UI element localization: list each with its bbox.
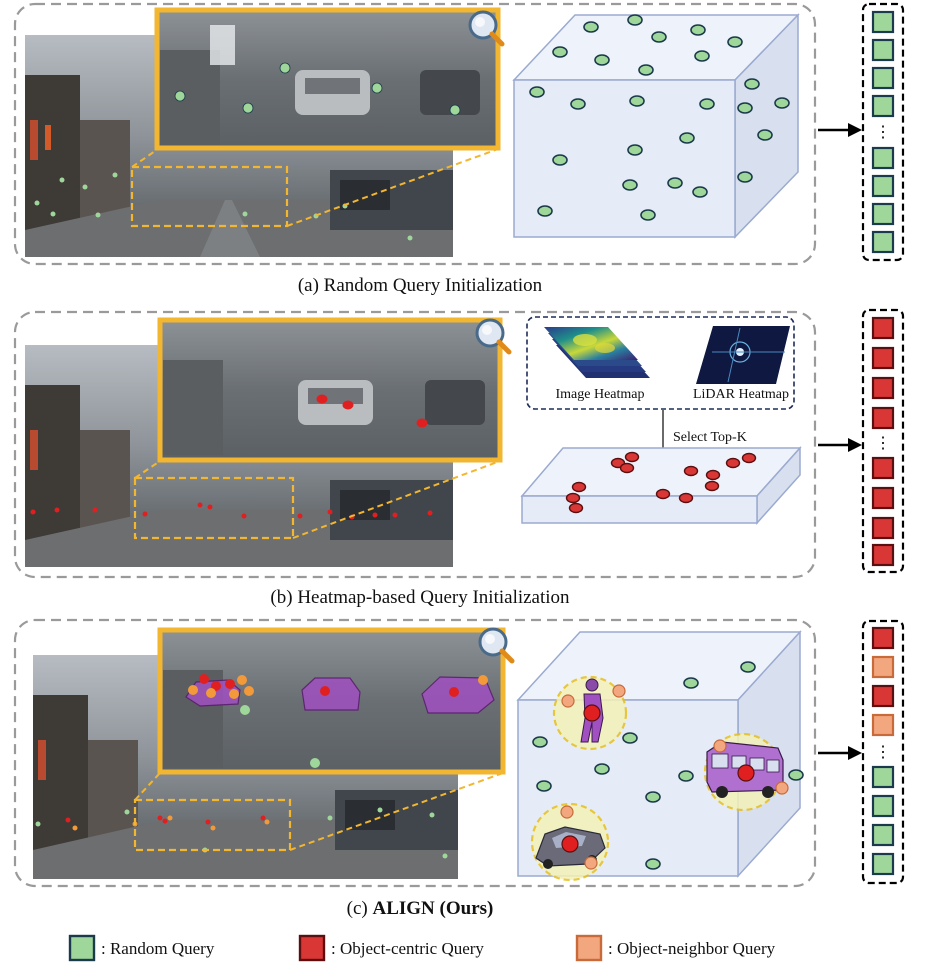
panel-b-border [13,310,817,579]
segmented-vehicle-2 [301,677,361,711]
panel-c-caption: (c) ALIGN (Ours) [347,898,494,919]
bus-group [703,732,789,812]
select-top-k-label: Select Top-K [673,430,747,445]
image-heatmap [544,327,650,378]
panel-b: Image Heatmap LiDAR Heatmap Select Top-K [13,308,905,608]
panel-c-zoom-view [157,627,506,775]
pedestrian-group [552,675,628,751]
bus-icon [706,741,784,798]
panel-c: ⋮ (c) ALIGN (Ours) [13,618,905,919]
panel-b-flat-box [520,446,802,525]
legend-object-centric-query: : Object-centric Query [298,934,484,962]
panel-b-centric-queries [565,451,757,514]
svg-text:: Object-neighbor Query: : Object-neighbor Query [608,939,776,958]
svg-text:: Random Query: : Random Query [101,939,215,958]
panel-c-border [13,618,817,888]
lidar-heatmap-label: LiDAR Heatmap [693,387,789,402]
legend: : Random Query : Object-centric Query : … [68,934,776,962]
panel-c-query-column [861,619,905,885]
panel-c-roi-box [133,798,292,852]
panel-c-random-queries [532,661,804,870]
panel-b-caption: (b) Heatmap-based Query Initialization [270,587,570,608]
panel-a-random-queries [529,14,790,221]
legend-random-query: : Random Query [68,934,215,962]
panel-c-ellipsis: ⋮ [875,744,891,761]
sports-car-group [530,802,610,882]
panel-b-zoom-view [157,317,503,463]
svg-text:: Object-centric Query: : Object-centric Query [331,939,484,958]
panel-a-zoom-view [154,7,501,151]
image-heatmap-label: Image Heatmap [555,387,644,402]
panel-b-query-column [861,308,905,574]
panel-a-query-column [861,2,905,262]
panel-a-border [13,2,817,266]
panel-a: ⋮ (a) Random Query Initialization [13,2,905,296]
panel-a-roi-box [130,165,289,228]
panel-a-ellipsis: ⋮ [875,124,891,141]
legend-object-neighbor-query: : Object-neighbor Query [575,934,776,962]
panel-b-roi-box [133,476,295,540]
panel-b-ellipsis: ⋮ [875,435,891,452]
lidar-heatmap [696,326,790,384]
panel-a-caption: (a) Random Query Initialization [298,275,543,296]
